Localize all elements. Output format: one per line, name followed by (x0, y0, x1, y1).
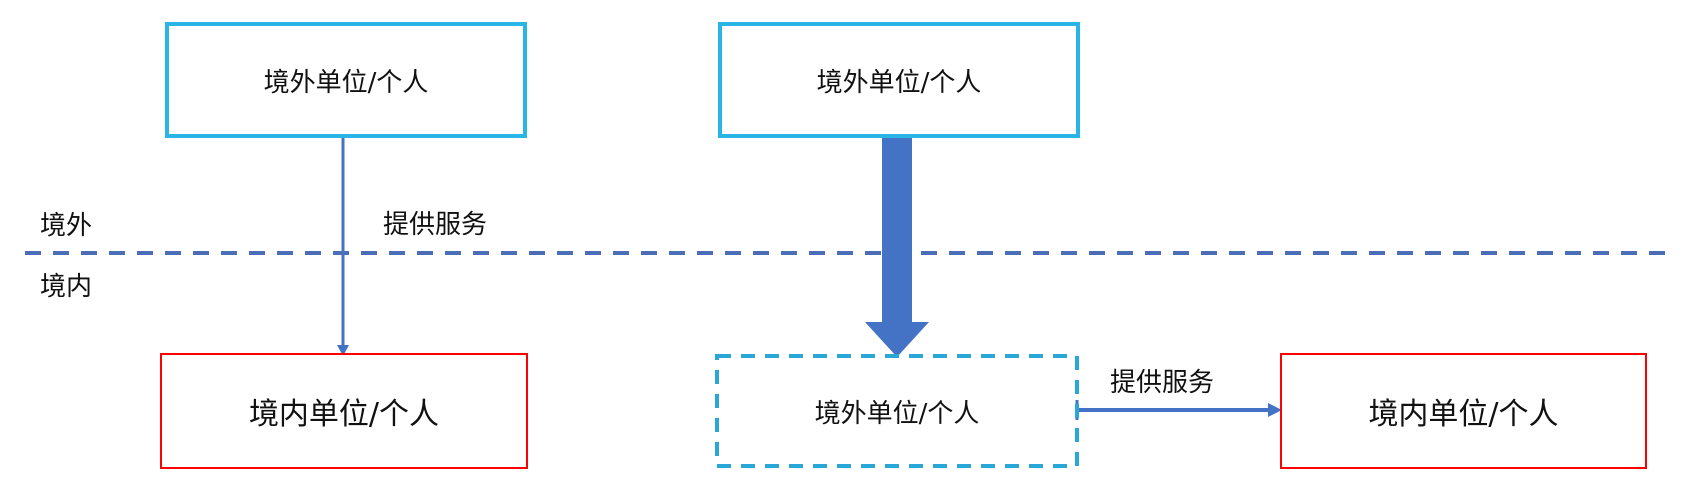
middle-foreign-entity-box: 境外单位/个人 (721, 360, 1073, 462)
right-domestic-entity-box: 境内单位/个人 (1280, 353, 1647, 469)
right-provide-service-label: 提供服务 (1110, 368, 1215, 398)
left-provide-service-label: 提供服务 (383, 210, 488, 240)
left-domestic-entity-label: 境内单位/个人 (248, 397, 440, 432)
zone-inside-label: 境内 (40, 272, 93, 302)
zone-outside-label: 境外 (40, 211, 93, 241)
left-foreign-entity-box: 境外单位/个人 (165, 22, 527, 138)
left-domestic-entity-box: 境内单位/个人 (160, 353, 528, 469)
right-foreign-entity-label: 境外单位/个人 (816, 67, 982, 98)
right-domestic-entity-label: 境内单位/个人 (1368, 397, 1559, 432)
middle-foreign-entity-label: 境外单位/个人 (814, 398, 980, 429)
dashed-foreign-box-border (715, 354, 1079, 468)
right-service-arrow (1075, 400, 1282, 420)
right-foreign-entity-box: 境外单位/个人 (718, 22, 1080, 138)
large-entry-arrow (865, 137, 929, 357)
left-foreign-entity-label: 境外单位/个人 (263, 67, 429, 98)
left-service-arrow (337, 137, 349, 356)
